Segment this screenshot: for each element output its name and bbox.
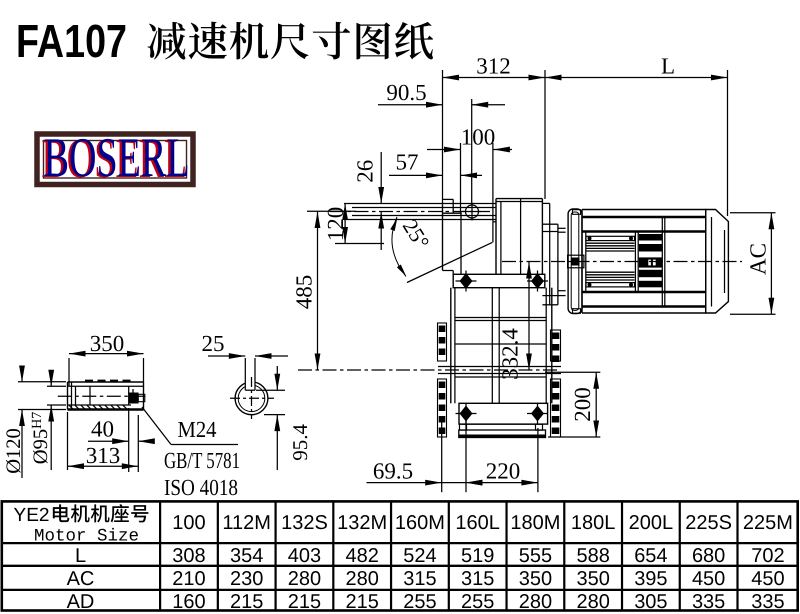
svg-text:482: 482 [346, 545, 379, 567]
svg-text:25: 25 [202, 331, 225, 356]
svg-text:YE2: YE2 [14, 505, 50, 526]
svg-text:215: 215 [346, 591, 379, 613]
svg-text:200L: 200L [629, 512, 674, 534]
svg-text:180L: 180L [571, 512, 616, 534]
svg-text:90.5: 90.5 [386, 80, 426, 105]
svg-text:588: 588 [576, 545, 609, 567]
svg-text:40: 40 [91, 417, 114, 442]
svg-text:350: 350 [519, 568, 552, 590]
svg-text:BOSERL: BOSERL [41, 128, 187, 190]
svg-text:L: L [75, 545, 86, 567]
svg-text:FA107: FA107 [16, 15, 127, 67]
svg-text:95.4: 95.4 [288, 424, 312, 461]
svg-text:280: 280 [576, 591, 609, 613]
svg-text:160: 160 [172, 591, 205, 613]
svg-text:524: 524 [403, 545, 436, 567]
svg-text:69.5: 69.5 [373, 459, 413, 484]
svg-text:132M: 132M [337, 512, 387, 534]
svg-text:702: 702 [751, 545, 784, 567]
svg-text:308: 308 [172, 545, 205, 567]
svg-text:225S: 225S [685, 512, 732, 534]
svg-text:354: 354 [230, 545, 263, 567]
svg-text:112M: 112M [222, 512, 271, 534]
svg-text:485: 485 [292, 275, 317, 310]
svg-text:403: 403 [288, 545, 321, 567]
svg-text:230: 230 [230, 568, 263, 590]
svg-text:335: 335 [692, 591, 725, 613]
svg-text:305: 305 [634, 591, 667, 613]
svg-text:680: 680 [692, 545, 725, 567]
svg-text:AD: AD [67, 591, 95, 613]
svg-text:313: 313 [86, 443, 121, 468]
svg-text:315: 315 [461, 568, 494, 590]
svg-text:BOSERL: BOSERL [44, 127, 190, 189]
svg-text:654: 654 [634, 545, 667, 567]
svg-text:395: 395 [634, 568, 667, 590]
svg-text:100: 100 [461, 125, 496, 150]
svg-text:132S: 132S [281, 512, 328, 534]
svg-text:160L: 160L [455, 512, 500, 534]
svg-text:335: 335 [751, 591, 784, 613]
svg-text:GB/T 5781: GB/T 5781 [164, 448, 240, 473]
svg-text:350: 350 [576, 568, 609, 590]
svg-text:519: 519 [461, 545, 494, 567]
svg-text:215: 215 [230, 591, 263, 613]
svg-text:200: 200 [570, 387, 595, 422]
svg-text:160M: 160M [395, 512, 445, 534]
svg-text:57: 57 [396, 150, 419, 175]
svg-text:255: 255 [403, 591, 436, 613]
svg-text:Ø120: Ø120 [3, 428, 25, 474]
svg-text:Motor Size: Motor Size [34, 527, 139, 547]
svg-text:315: 315 [403, 568, 436, 590]
svg-text:AC: AC [67, 568, 95, 590]
svg-text:AC: AC [746, 243, 771, 275]
svg-text:280: 280 [519, 591, 552, 613]
svg-text:M24: M24 [178, 417, 217, 442]
svg-text:280: 280 [288, 568, 321, 590]
svg-text:555: 555 [519, 545, 552, 567]
svg-text:450: 450 [751, 568, 784, 590]
svg-text:26: 26 [353, 160, 378, 183]
svg-text:332.4: 332.4 [498, 328, 523, 380]
svg-text:215: 215 [288, 591, 321, 613]
svg-text:L: L [661, 54, 675, 79]
svg-text:210: 210 [172, 568, 205, 590]
svg-text:225M: 225M [743, 512, 793, 534]
svg-text:450: 450 [692, 568, 725, 590]
svg-text:100: 100 [172, 512, 205, 534]
svg-text:180M: 180M [510, 512, 560, 534]
svg-text:280: 280 [346, 568, 379, 590]
svg-text:255: 255 [461, 591, 494, 613]
svg-text:312: 312 [476, 54, 511, 79]
svg-text:ISO 4018: ISO 4018 [164, 475, 238, 500]
svg-text:350: 350 [90, 331, 125, 356]
svg-text:120: 120 [323, 207, 348, 242]
svg-text:220: 220 [486, 459, 521, 484]
